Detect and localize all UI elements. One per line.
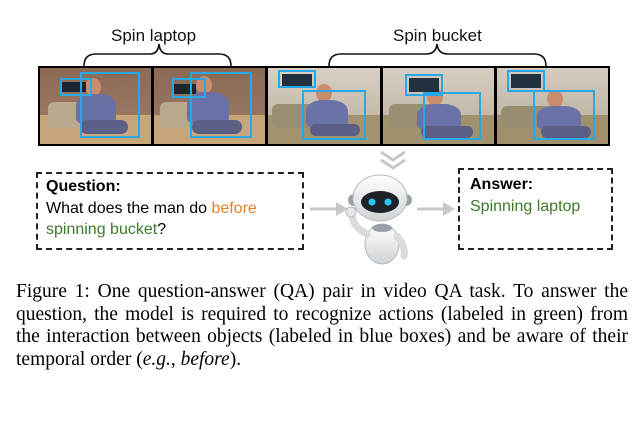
caption-label: Figure 1: — [16, 281, 90, 302]
bbox-laptop — [172, 78, 207, 98]
question-text: What does the man do before spinning buck… — [46, 198, 294, 240]
question-action-highlight: spinning bucket — [46, 221, 158, 238]
figure-caption: Figure 1: One question-answer (QA) pair … — [16, 281, 628, 371]
video-frame-5 — [496, 68, 609, 144]
answer-text: Spinning laptop — [470, 198, 581, 215]
bbox-person — [302, 90, 367, 140]
bbox-bucket — [278, 70, 317, 88]
bbox-bucket — [506, 70, 545, 92]
bucket-object — [408, 78, 439, 92]
bbox-person — [190, 72, 253, 138]
bracket-lines — [83, 43, 547, 67]
video-frame-3 — [268, 68, 380, 144]
robot-icon — [345, 174, 412, 265]
bucket-object — [282, 74, 313, 86]
answer-title: Answer: — [470, 176, 534, 193]
bbox-laptop — [60, 78, 92, 96]
group-label-spin-bucket: Spin bucket — [393, 26, 482, 45]
question-before-highlight: before — [211, 200, 257, 217]
caption-end: ). — [229, 348, 242, 370]
caption-comma: , — [170, 348, 181, 370]
caption-text: One question-answer (QA) pair in video Q… — [16, 281, 628, 370]
bbox-person — [80, 72, 140, 138]
video-frame-1 — [40, 68, 152, 144]
bbox-person — [532, 90, 595, 140]
question-text-part1: What does the man do — [46, 200, 212, 217]
arrow-right-icon — [310, 202, 348, 216]
question-title: Question: — [46, 178, 121, 195]
group-label-spin-laptop: Spin laptop — [111, 26, 197, 45]
answer-box: Answer: Spinning laptop — [458, 168, 613, 250]
bbox-person — [422, 92, 481, 140]
caption-eg: e.g. — [142, 348, 171, 370]
arrow-right-icon — [417, 202, 455, 216]
laptop-object — [60, 82, 86, 92]
video-frame-2 — [154, 68, 266, 144]
chevron-down-icon — [380, 150, 406, 170]
caption-before: before — [180, 348, 230, 370]
video-frame-4 — [382, 68, 494, 144]
question-text-part2: ? — [157, 221, 167, 238]
question-box: Question: What does the man do before spi… — [36, 172, 304, 250]
bucket-object — [510, 74, 541, 88]
laptop-object — [172, 84, 197, 94]
video-filmstrip — [38, 66, 610, 146]
